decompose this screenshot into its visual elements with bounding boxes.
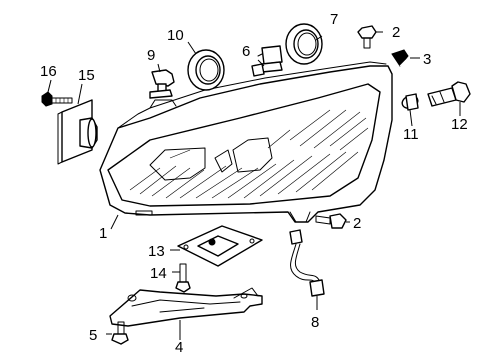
headlamp-assembly — [99, 61, 393, 223]
callout-13: 13 — [148, 243, 165, 260]
bolt-14 — [175, 263, 191, 293]
seal-cap-7 — [285, 23, 323, 65]
screw-2b — [315, 213, 347, 229]
clip-3 — [391, 49, 409, 67]
socket-12 — [427, 81, 471, 107]
bulb-9 — [149, 69, 175, 99]
wiring-harness-8 — [289, 229, 325, 297]
callout-6: 6 — [242, 43, 250, 60]
bolt-16 — [41, 91, 73, 107]
callout-9: 9 — [147, 47, 155, 64]
callout-7: 7 — [330, 11, 338, 28]
mounting-plate-13 — [177, 225, 263, 267]
callout-14: 14 — [150, 265, 167, 282]
lower-bracket-4 — [109, 287, 263, 327]
callout-15: 15 — [78, 67, 95, 84]
callout-2b: 2 — [353, 215, 361, 232]
callout-11: 11 — [403, 126, 419, 143]
callout-2a: 2 — [392, 24, 400, 41]
callout-10: 10 — [167, 27, 184, 44]
control-module — [57, 99, 98, 165]
seal-cap-10 — [187, 49, 225, 91]
callout-1: 1 — [99, 225, 107, 242]
callout-12: 12 — [451, 116, 468, 133]
leader-lines — [47, 31, 461, 340]
bulb-6 — [251, 45, 283, 77]
callout-3: 3 — [423, 51, 431, 68]
bolt-5 — [111, 321, 129, 345]
callout-8: 8 — [311, 314, 319, 331]
callout-5: 5 — [89, 327, 97, 344]
side-marker-bulb-11 — [401, 93, 419, 111]
screw-2a — [357, 25, 377, 49]
callouts: 1 2 2 3 4 5 6 7 8 9 10 11 12 13 14 15 16 — [40, 11, 468, 356]
callout-4: 4 — [175, 339, 183, 356]
lens-hatching — [129, 109, 369, 199]
callout-16: 16 — [40, 63, 57, 80]
